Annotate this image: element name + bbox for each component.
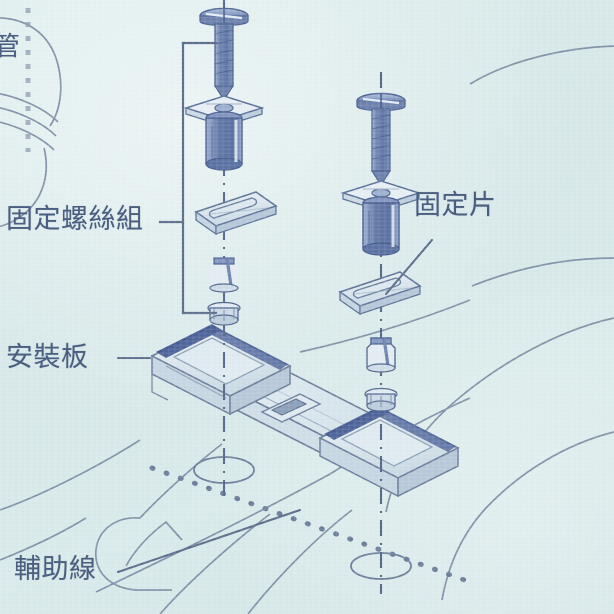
plate-center-tab — [260, 393, 322, 423]
part-fixing-tab-plate-left — [194, 191, 278, 236]
part-pan-head-screw-left — [199, 7, 249, 102]
part-lock-nut-left — [207, 301, 241, 326]
label-fixing-screw-set: 固定螺絲組 — [6, 204, 144, 235]
left-hardware-column — [183, 7, 278, 326]
label-fixing-tab: 固定片 — [414, 190, 497, 221]
leader-fixing-tab — [384, 238, 434, 296]
part-flange-washer-left — [183, 95, 265, 127]
screw-set-bracket — [158, 41, 218, 315]
part-pan-head-screw-right — [356, 92, 406, 187]
part-anchor-sleeve-left — [205, 111, 243, 171]
right-hardware-column — [338, 92, 422, 412]
part-fixing-tab-plate-right — [338, 271, 422, 316]
label-mounting-plate: 安裝板 — [6, 342, 89, 373]
auxiliary-guide-line — [25, 8, 473, 585]
part-lock-nut-right — [364, 387, 398, 412]
leader-guide-line — [116, 508, 302, 574]
mounting-plate-left-frame — [150, 324, 292, 416]
leader-lines — [116, 238, 434, 574]
part-bushing-spacer-right — [366, 337, 396, 373]
label-auxiliary-line: 輔助線 — [14, 554, 97, 585]
part-anchor-sleeve-right — [362, 196, 400, 256]
part-bushing-spacer-left — [209, 257, 239, 293]
mounting-plate — [150, 324, 460, 498]
mounting-plate-right-frame — [318, 406, 460, 498]
label-clipped-top-left: 管 — [0, 32, 21, 62]
